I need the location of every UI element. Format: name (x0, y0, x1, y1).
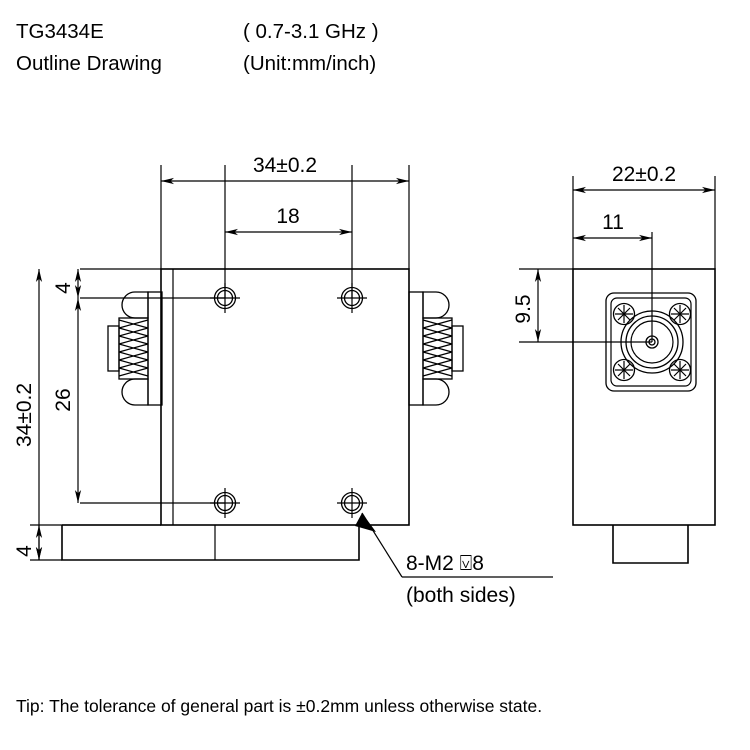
dim-side-center-y: 9.5 (512, 269, 542, 342)
connector-right-hex-upper (422, 291, 450, 319)
sma-connector-left (107, 291, 163, 406)
flange-screw-top-left (612, 302, 636, 326)
body-outline (160, 268, 410, 526)
side-foot-outline (612, 525, 689, 564)
dim-front-hole-pitch-y-label: 26 (52, 388, 75, 411)
connector-right-base (408, 291, 424, 406)
flange-screw-bottom-left (612, 358, 636, 382)
dim-front-hole-pitch-y: 26 (52, 298, 82, 503)
dim-front-edge-bottom-label: 4 (13, 545, 36, 557)
connector-right-tip (451, 325, 464, 372)
side-view-geometry (519, 176, 716, 564)
callout-thread-spec: 8-M2 ⍌8 (both sides) (355, 512, 553, 607)
title-subtitle: Outline Drawing (16, 52, 162, 75)
dim-side-width-label: 22±0.2 (612, 163, 676, 186)
dim-front-hole-pitch-x-label: 18 (276, 205, 299, 228)
connector-left-tip (107, 325, 120, 372)
sma-connector-right (408, 291, 464, 406)
title-frequency: ( 0.7-3.1 GHz ) (243, 20, 379, 43)
callout-both-sides-label: (both sides) (406, 584, 516, 607)
connector-left-threads (118, 319, 149, 377)
connector-left-hex-lower (121, 378, 149, 406)
dim-front-edge-bottom: 4 (13, 525, 43, 560)
callout-thread-label: 8-M2 ⍌8 (406, 552, 484, 575)
dim-front-width: 34±0.2 (161, 154, 409, 185)
connector-right-threads (422, 319, 453, 377)
dim-front-height: 34±0.2 (13, 269, 43, 560)
dim-front-edge-top: 4 (52, 269, 82, 298)
dim-side-center-x-label: 11 (602, 211, 624, 234)
callout-leader-arrow (355, 513, 376, 532)
flange-screw-bottom-right (668, 358, 692, 382)
dim-front-edge-top-label: 4 (52, 282, 75, 294)
front-view-geometry (30, 165, 464, 561)
connector-left-hex-upper (121, 291, 149, 319)
mounting-hole-bottom-right (337, 488, 367, 518)
dim-side-center-x: 11 (573, 211, 652, 242)
title-unit: (Unit:mm/inch) (243, 52, 377, 75)
flange-screw-top-right (668, 302, 692, 326)
tolerance-note: Tip: The tolerance of general part is ±0… (16, 696, 543, 716)
dim-front-height-label: 34±0.2 (13, 383, 36, 447)
connector-left-base (147, 291, 163, 406)
dim-front-width-label: 34±0.2 (253, 154, 317, 177)
title-model: TG3434E (16, 20, 104, 43)
dim-side-width: 22±0.2 (573, 163, 715, 194)
bottom-foot-outline (61, 525, 360, 561)
side-body-outline (572, 268, 716, 526)
connector-right-hex-lower (422, 378, 450, 406)
dim-front-hole-pitch-x: 18 (225, 205, 352, 236)
dim-side-center-y-label: 9.5 (512, 294, 535, 323)
